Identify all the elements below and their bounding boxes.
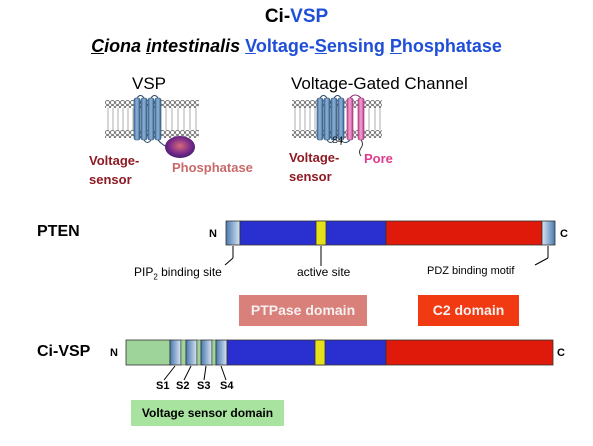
title-vsp: VSP xyxy=(290,6,329,27)
subtitle-w4-rest: ensing xyxy=(326,36,385,56)
civsp-bar xyxy=(125,339,554,366)
figure-title: Ci-VSP xyxy=(0,6,593,28)
civsp-c-terminus: C xyxy=(557,347,565,359)
pten-pointers xyxy=(224,246,549,266)
vsp-voltage-sensor-label: Voltage- sensor xyxy=(89,151,139,189)
pip2-binding-site-label: PIP2 binding site xyxy=(134,265,222,281)
vsp-voltage-sensor-line2: sensor xyxy=(89,172,132,187)
pip2-prefix: PIP xyxy=(134,265,154,279)
segment-s3-label: S3 xyxy=(197,380,211,392)
subtitle-w1-first: C xyxy=(91,36,105,56)
vsp-label: VSP xyxy=(132,74,167,93)
voltage-sensor-domain-box xyxy=(131,400,284,426)
subtitle-w3-rest: oltage- xyxy=(255,36,315,56)
voltage-sensor-domain-label: Voltage sensor domain xyxy=(141,406,274,420)
subtitle-w5-rest: hosphatase xyxy=(401,36,502,56)
phosphatase-blob xyxy=(165,136,195,158)
subtitle-w1-rest: iona xyxy=(104,36,142,56)
vsp-voltage-sensor-line1: Voltage- xyxy=(89,153,140,168)
c2-domain-box xyxy=(418,295,519,326)
subtitle-w5-first: P xyxy=(389,36,402,56)
vgc-voltage-sensor-label: Voltage- sensor xyxy=(289,148,339,186)
c2-domain-label: C2 domain xyxy=(432,302,505,318)
segment-s1-label: S1 xyxy=(156,380,170,392)
figure-subtitle: Ciona intestinalis Voltage-Sensing Phosp… xyxy=(0,36,593,57)
civsp-name: Ci-VSP xyxy=(37,343,91,360)
pten-name: PTEN xyxy=(37,223,80,240)
civsp-n-terminus: N xyxy=(110,347,118,359)
title-prefix: Ci- xyxy=(264,6,291,27)
subtitle-w2-first: i xyxy=(146,36,152,56)
pdz-binding-motif-label: PDZ binding motif xyxy=(427,265,515,277)
subtitle-w4-first: S xyxy=(314,36,327,56)
segment-s2-label: S2 xyxy=(176,380,190,392)
active-site-label: active site xyxy=(297,265,351,279)
subtitle-w2-rest: ntestinalis xyxy=(151,36,241,56)
vgc-voltage-sensor-line1: Voltage- xyxy=(289,150,340,165)
pten-bar xyxy=(225,220,556,246)
pten-c-terminus: C xyxy=(560,228,568,240)
pore-label: Pore xyxy=(364,151,393,166)
s4-label: S4 xyxy=(332,135,344,145)
civsp-segment-pointers xyxy=(163,365,227,381)
phosphatase-label: Phosphatase xyxy=(172,160,253,175)
vgc-voltage-sensor-line2: sensor xyxy=(289,169,332,184)
subtitle-w3-first: V xyxy=(245,36,256,56)
pip2-suffix: binding site xyxy=(157,265,222,279)
pten-n-terminus: N xyxy=(209,228,217,240)
segment-s4-label: S4 xyxy=(220,380,234,392)
ptpase-domain-label: PTPase domain xyxy=(250,302,356,318)
vgc-helices xyxy=(316,94,365,157)
pip2-subscript: 2 xyxy=(153,272,158,282)
ptpase-domain-box xyxy=(239,295,367,326)
vgc-label: Voltage-Gated Channel xyxy=(291,74,468,93)
